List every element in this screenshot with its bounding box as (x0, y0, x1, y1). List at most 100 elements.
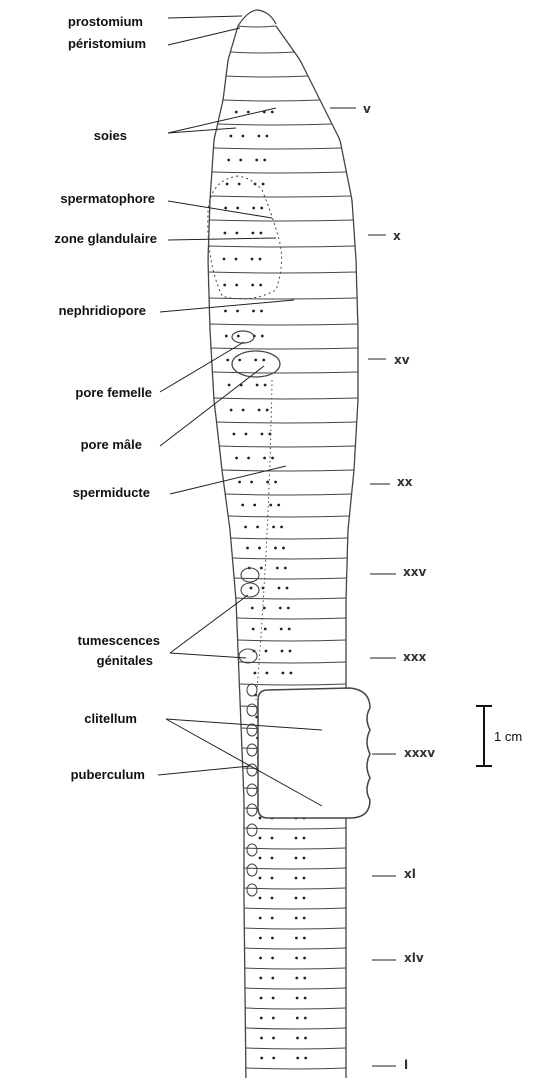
seta-dot (266, 409, 269, 412)
seta-dot (227, 159, 230, 162)
pointer-line (160, 342, 244, 392)
segment-boundary (244, 868, 346, 869)
seta-dot (296, 1037, 299, 1040)
clitellum-shape (258, 688, 370, 818)
seta-dot (266, 135, 269, 138)
seta-dot (252, 310, 255, 313)
seta-dot (226, 359, 229, 362)
segment-boundary (214, 148, 342, 149)
seta-dot (235, 284, 238, 287)
seta-dot (286, 587, 289, 590)
segment-boundary (244, 888, 346, 889)
label-zone-glandulaire: zone glandulaire (54, 231, 157, 246)
seta-dot (256, 384, 259, 387)
genital-tumescence (241, 568, 259, 582)
seta-dot (304, 1037, 307, 1040)
seta-dot (237, 335, 240, 338)
segment-boundary (246, 1068, 346, 1069)
seta-dot (303, 897, 306, 900)
seta-dot (224, 232, 227, 235)
seta-dot (242, 409, 245, 412)
seta-dot (295, 837, 298, 840)
seta-dot (303, 937, 306, 940)
seta-dot (254, 672, 257, 675)
segment-boundary (232, 558, 347, 559)
seta-dot (295, 877, 298, 880)
seta-dot (262, 183, 265, 186)
label-peristomium: péristomium (68, 36, 146, 51)
genital-tumescence (241, 583, 259, 597)
seta-dot (262, 359, 265, 362)
seta-dot (289, 650, 292, 653)
segment-boundary (244, 928, 346, 929)
seta-dot (230, 135, 233, 138)
seta-dot (295, 977, 298, 980)
seta-dot (235, 457, 238, 460)
seta-dot (259, 877, 262, 880)
label-nephridiopore: nephridiopore (59, 303, 146, 318)
segment-boundary (245, 988, 346, 989)
seta-dot (274, 481, 277, 484)
seta-dot (264, 384, 267, 387)
segment-boundary (246, 1048, 346, 1049)
seta-dot (272, 526, 275, 529)
seta-dot (295, 917, 298, 920)
seta-dot (224, 310, 227, 313)
puberculum-oval (247, 784, 257, 796)
segment-boundary (217, 422, 357, 423)
seta-dot (251, 258, 254, 261)
seta-dot (269, 504, 272, 507)
seta-dot (258, 135, 261, 138)
female-pore (232, 331, 254, 343)
seta-dot (260, 1057, 263, 1060)
seta-dot (303, 877, 306, 880)
segment-boundary (238, 640, 346, 641)
seta-dot (272, 1017, 275, 1020)
seta-dot (260, 1037, 263, 1040)
pointer-line (168, 238, 276, 240)
segment-boundary (209, 220, 353, 221)
seta-dot (261, 433, 264, 436)
seta-dot (271, 917, 274, 920)
worm-body (208, 10, 358, 1078)
seta-dot (236, 207, 239, 210)
seta-dot (252, 207, 255, 210)
segment-boundary (244, 848, 346, 849)
seta-dot (296, 1017, 299, 1020)
seta-dot (235, 258, 238, 261)
seta-dot (303, 857, 306, 860)
seta-dot (304, 1057, 307, 1060)
seta-dot (246, 547, 249, 550)
seta-dot (256, 526, 259, 529)
seta-dot (304, 997, 307, 1000)
segment-boundary (228, 516, 349, 517)
puberculum-oval (247, 704, 257, 716)
pointer-line (160, 300, 294, 312)
seta-dot (296, 1057, 299, 1060)
label-spermatophore: spermatophore (60, 191, 155, 206)
seta-dot (277, 504, 280, 507)
segment-number-xxv: xxv (403, 565, 426, 579)
seta-dot (282, 547, 285, 550)
seta-dot (295, 957, 298, 960)
seta-dot (223, 284, 226, 287)
seta-dot (271, 837, 274, 840)
segment-number-l: l (404, 1058, 408, 1072)
pointer-line (168, 201, 272, 218)
segment-boundary (226, 76, 308, 77)
seta-dot (264, 628, 267, 631)
segment-boundary (236, 598, 346, 599)
puberculum-oval (247, 744, 257, 756)
seta-dot (228, 384, 231, 387)
seta-dot (303, 977, 306, 980)
seta-dot (259, 897, 262, 900)
seta-dot (251, 607, 254, 610)
puberculum-oval (247, 684, 257, 696)
seta-dot (260, 997, 263, 1000)
segment-boundary (209, 246, 356, 247)
seta-dot (233, 433, 236, 436)
seta-dot (271, 937, 274, 940)
seta-dot (263, 607, 266, 610)
segment-boundary (231, 538, 348, 539)
seta-dot (303, 917, 306, 920)
